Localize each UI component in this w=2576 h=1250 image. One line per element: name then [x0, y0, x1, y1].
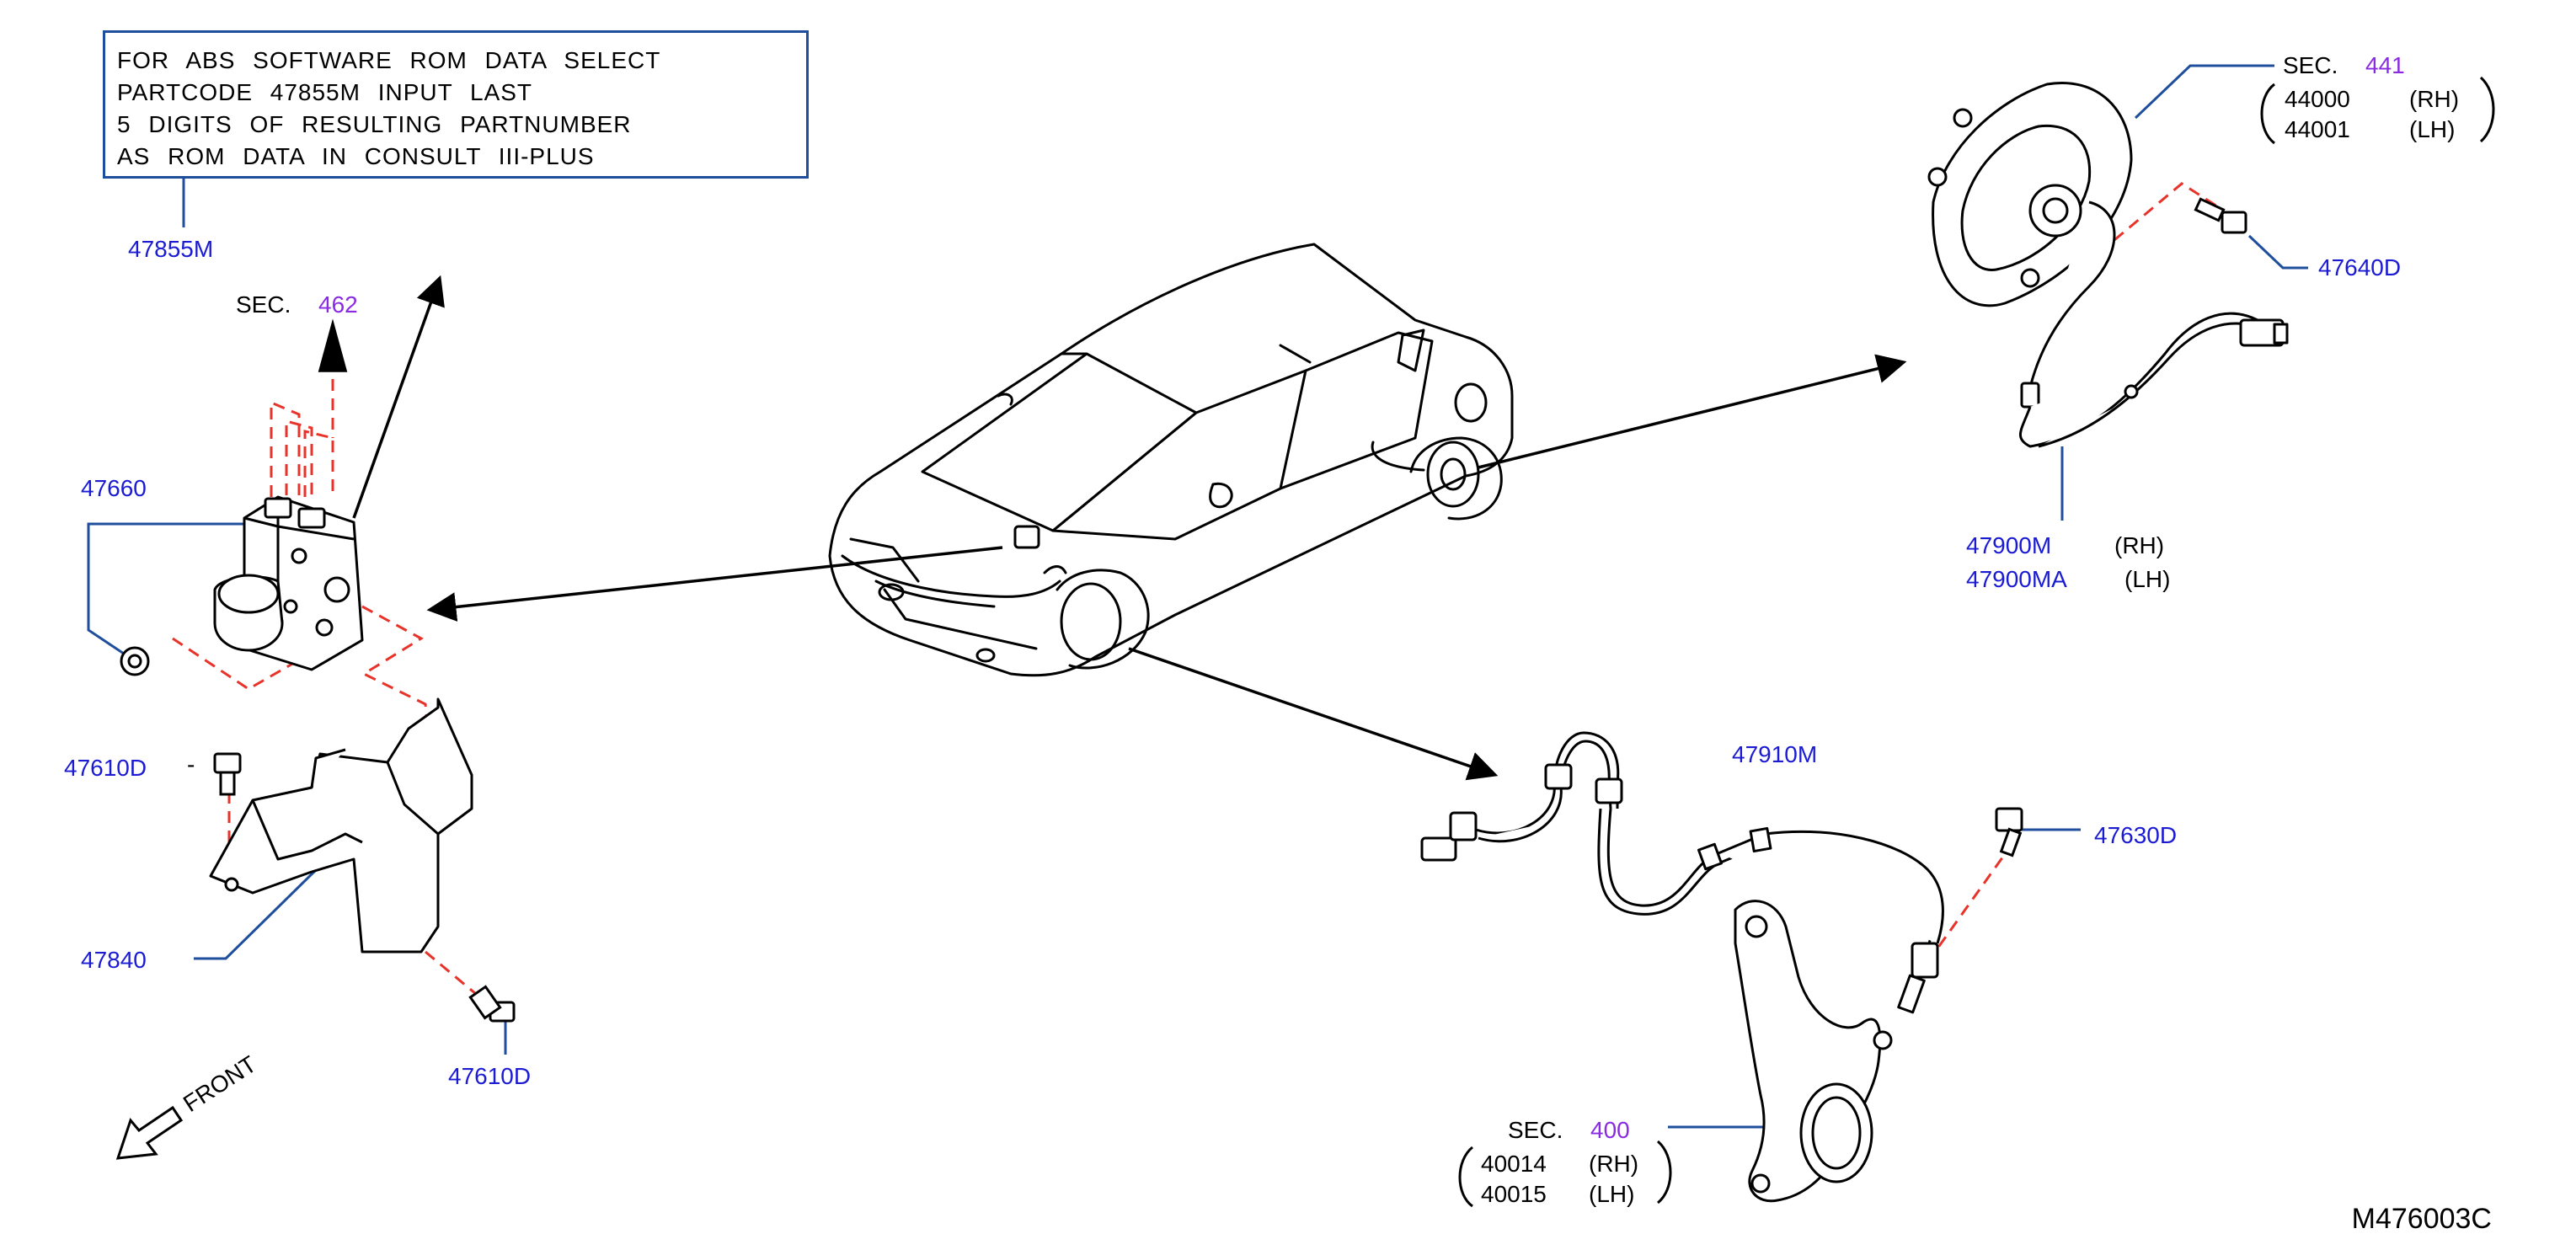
sec-441-item-1-side: (RH)	[2409, 86, 2460, 112]
abs-rom-note: FOR ABS SOFTWARE ROM DATA SELECT PARTCOD…	[103, 30, 809, 179]
section-brackets	[1458, 76, 2495, 1208]
sec-462-prefix: SEC.	[236, 291, 291, 318]
part-47840-label[interactable]: 47840	[81, 947, 147, 973]
steering-knuckle-illustration	[1734, 900, 1893, 1203]
sec-400-item-1-side: (RH)	[1589, 1151, 1639, 1177]
vehicle-illustration	[828, 243, 1514, 677]
dashed-lines	[172, 182, 2225, 996]
note-line-2: PARTCODE 47855M INPUT LAST	[117, 79, 533, 105]
sec-462-link[interactable]: 462	[318, 291, 358, 318]
rear-brake-illustration	[1927, 82, 2289, 448]
sec-441-item-2-code: 44001	[2285, 116, 2350, 142]
part-47900M-label[interactable]: 47900M	[1966, 532, 2052, 558]
note-line-1: FOR ABS SOFTWARE ROM DATA SELECT	[117, 47, 661, 73]
dash-mark: -	[187, 751, 195, 777]
part-47910M-label[interactable]: 47910M	[1732, 741, 1818, 767]
sec-400-item-2-side: (LH)	[1589, 1181, 1635, 1207]
part-47900MA-side: (LH)	[2124, 566, 2171, 592]
sec-441-item-1-code: 44000	[2285, 86, 2350, 112]
part-47900M-side: (RH)	[2114, 532, 2165, 558]
sec-441-link[interactable]: 441	[2365, 52, 2405, 78]
part-47640D-label[interactable]: 47640D	[2318, 254, 2402, 280]
bracket-illustration	[209, 697, 473, 954]
part-47660-label[interactable]: 47660	[81, 475, 147, 501]
front-sensor-illustration	[1420, 731, 1944, 1014]
sec-400-item-1-code: 40014	[1481, 1151, 1547, 1177]
sec-400-item-2-code: 40015	[1481, 1181, 1547, 1207]
sec-400-prefix: SEC.	[1508, 1117, 1563, 1143]
part-47610D-label-top[interactable]: 47610D	[64, 755, 147, 781]
sec-441-prefix: SEC.	[2283, 52, 2338, 78]
note-line-4: AS ROM DATA IN CONSULT III-PLUS	[117, 143, 595, 169]
part-47900MA-label[interactable]: 47900MA	[1966, 566, 2067, 592]
part-47630D-label[interactable]: 47630D	[2094, 822, 2178, 848]
leader-lines	[87, 64, 2308, 1129]
sec-441-item-2-side: (LH)	[2409, 116, 2456, 142]
sec-400-link[interactable]: 400	[1590, 1117, 1630, 1143]
abs-actuator-illustration	[120, 495, 364, 676]
front-arrow-icon	[115, 1105, 184, 1160]
pointer-arrows	[318, 275, 1907, 781]
part-47610D-label-bottom[interactable]: 47610D	[448, 1063, 532, 1089]
diagram-code: M476003C	[2351, 1203, 2492, 1235]
note-line-3: 5 DIGITS OF RESULTING PARTNUMBER	[117, 111, 632, 137]
part-47855M-label[interactable]: 47855M	[128, 236, 214, 262]
bolt-illustrations	[213, 197, 2247, 1023]
